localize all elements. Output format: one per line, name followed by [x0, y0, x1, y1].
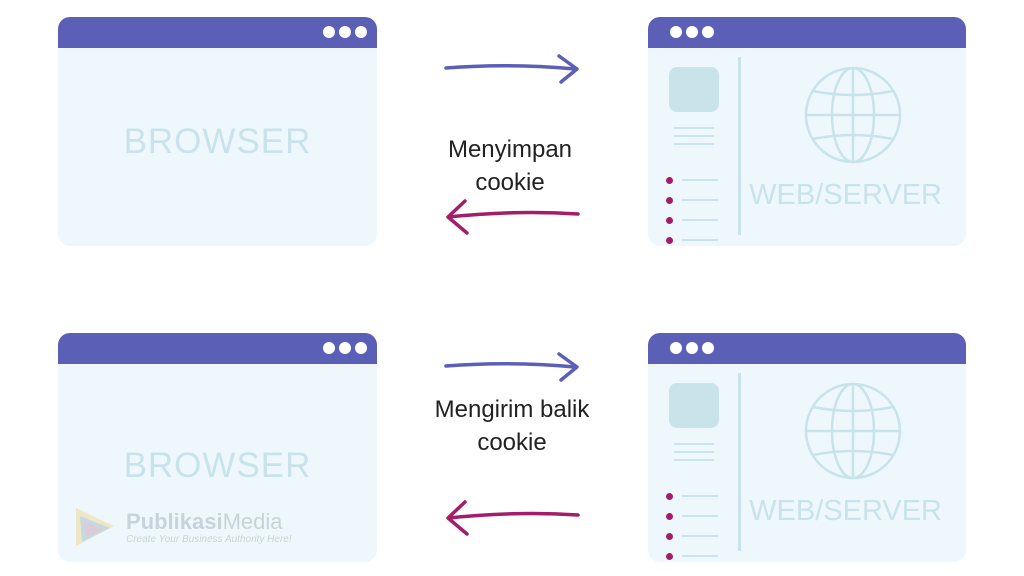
arrow-right-icon [444, 352, 579, 382]
browser-window-top: BROWSER [58, 17, 377, 246]
browser-window-bottom: BROWSER [58, 333, 377, 562]
server-window-top: WEB/SERVER [648, 17, 966, 246]
watermark: PublikasiMedia Create Your Business Auth… [70, 502, 292, 552]
bullet-list-icon [666, 486, 718, 562]
caption-bottom: Mengirim balik cookie [402, 393, 622, 459]
browser-label: BROWSER [123, 446, 312, 485]
arrow-left-icon [446, 199, 580, 235]
browser-label: BROWSER [123, 122, 312, 161]
browser-titlebar [58, 17, 377, 48]
watermark-tagline: Create Your Business Authority Here! [126, 533, 292, 545]
image-placeholder-icon [669, 383, 719, 428]
window-dots-icon [323, 342, 367, 354]
server-label: WEB/SERVER [749, 179, 942, 211]
server-window-bottom: WEB/SERVER [648, 333, 966, 562]
bullet-list-icon [666, 170, 718, 246]
caption-top: Menyimpan cookie [400, 133, 620, 199]
text-lines-icon [674, 127, 714, 151]
server-titlebar [648, 17, 966, 48]
caption-line: cookie [477, 429, 547, 456]
window-dots-icon [670, 342, 714, 354]
caption-line: cookie [475, 169, 545, 196]
arrow-left-icon [446, 500, 580, 536]
caption-line: Mengirim balik [434, 396, 590, 423]
arrow-right-icon [444, 54, 579, 84]
divider [738, 373, 741, 551]
server-titlebar [648, 333, 966, 364]
globe-icon [804, 382, 902, 480]
image-placeholder-icon [669, 67, 719, 112]
server-label: WEB/SERVER [749, 495, 942, 527]
window-dots-icon [323, 26, 367, 38]
globe-icon [804, 66, 902, 164]
caption-line: Menyimpan [447, 136, 573, 163]
divider [738, 57, 741, 235]
watermark-brand: PublikasiMedia [126, 508, 283, 534]
text-lines-icon [674, 443, 714, 467]
browser-titlebar [58, 333, 377, 364]
publikasimedia-logo-icon [76, 508, 114, 546]
window-dots-icon [670, 26, 714, 38]
